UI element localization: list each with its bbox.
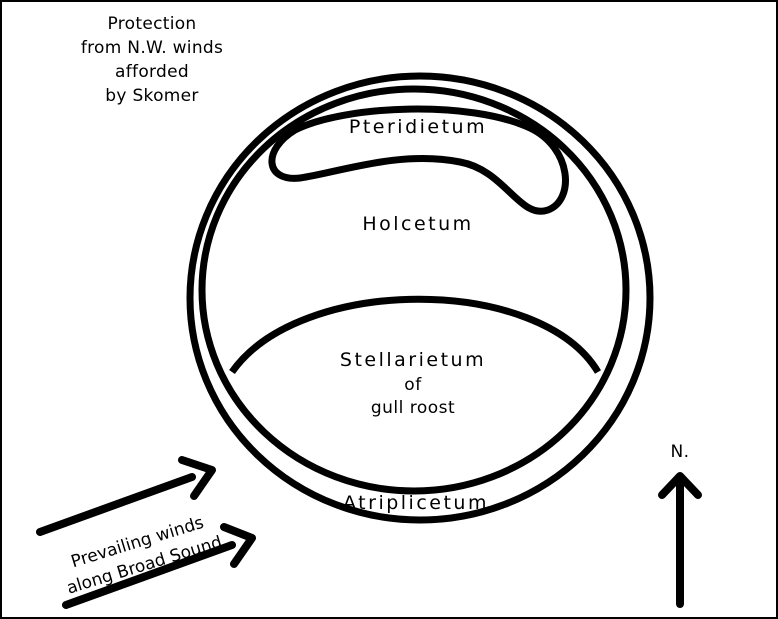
outer-coast-ring: [186, 72, 654, 524]
protection-note-line-2: from N.W. winds: [80, 38, 224, 58]
pteridietum-patch: [268, 105, 569, 215]
stellarietum-boundary: [229, 295, 602, 375]
protection-note: Protection from N.W. winds afforded by S…: [62, 12, 242, 108]
protection-note-line-3: afforded: [115, 62, 189, 82]
label-stellarietum-of: of: [404, 375, 422, 395]
label-pteridietum: Pteridietum: [348, 116, 488, 138]
label-stellarietum: Stellarietum: [339, 349, 487, 371]
wind-arrow-lower: [62, 523, 256, 609]
label-gull-roost: gull roost: [370, 398, 456, 418]
label-holcetum: Holcetum: [362, 213, 474, 235]
north-label: N.: [670, 442, 690, 462]
north-arrow: [658, 472, 702, 608]
protection-note-line-4: by Skomer: [105, 86, 199, 106]
label-atriplicetum: Atriplicetum: [343, 492, 489, 514]
inner-zone-ring: [198, 85, 630, 495]
protection-note-line-1: Protection: [107, 14, 197, 34]
wind-arrow-upper: [36, 456, 216, 536]
